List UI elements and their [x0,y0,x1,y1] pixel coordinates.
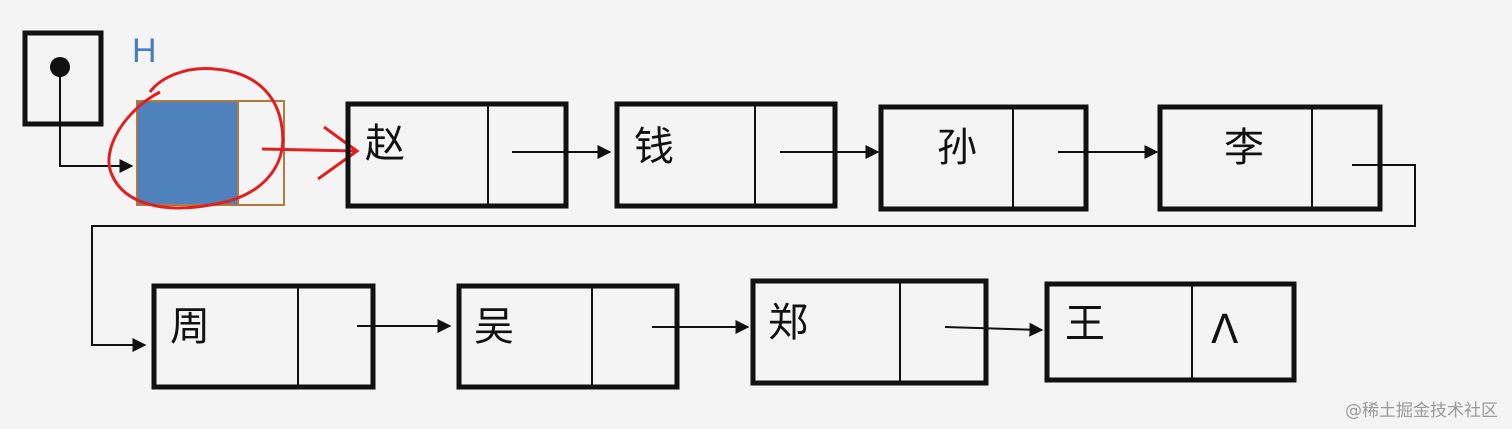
node-value: 郑 [768,300,808,346]
annotation-arrow-head [317,125,360,181]
list-node: 吴 [456,283,680,390]
node-value: 周 [170,304,210,350]
node-value: 李 [1224,125,1264,171]
annotation-circle [107,67,285,210]
head-pointer-box [22,30,104,127]
node-value: 吴 [474,304,514,350]
node-value: 赵 [365,121,405,167]
null-pointer-symbol: Λ [1211,307,1239,353]
next-pointer-arrow [944,322,1044,337]
list-node-tail: 王 Λ [1044,281,1297,383]
head-node-data-cell [137,101,238,205]
head-label: H [132,32,157,70]
list-node: 孙 [878,104,1089,212]
list-node: 钱 [614,101,838,209]
wrap-pointer-arrow [91,164,1416,352]
head-pointer-arrow [59,67,134,173]
list-node: 周 [151,283,376,390]
node-value: 钱 [634,124,674,170]
watermark-text: @稀土掘金技术社区 [1345,401,1498,421]
list-node: 李 [1157,104,1383,212]
annotation-arrow-line [261,147,357,153]
list-node: 赵 [345,101,569,209]
list-node: 郑 [750,278,989,386]
node-value: 王 [1065,301,1105,347]
node-value: 孙 [937,125,977,171]
